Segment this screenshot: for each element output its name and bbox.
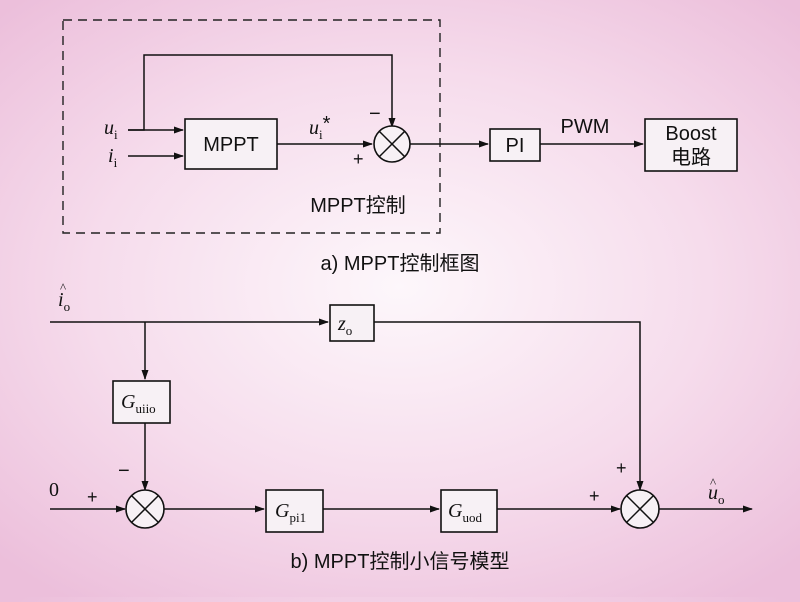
mppt-block-label: MPPT bbox=[203, 134, 259, 156]
gpi1-block bbox=[265, 489, 324, 533]
boost-block-line1: Boost bbox=[665, 123, 717, 145]
sum-junction-b1 bbox=[125, 489, 165, 529]
guod-block-label: Guod bbox=[448, 500, 482, 525]
sum-a-minus-sign: − bbox=[369, 103, 381, 125]
boost-block bbox=[644, 118, 738, 172]
caption-a: a) MPPT控制框图 bbox=[321, 252, 480, 275]
mppt-control-region-label: MPPT控制 bbox=[310, 194, 406, 217]
boost-block-line2: 电路 bbox=[671, 146, 711, 169]
sum-b1-plus-sign: + bbox=[87, 487, 98, 507]
sum-b2-top-plus-sign: + bbox=[616, 458, 627, 478]
guiio-block bbox=[112, 380, 171, 424]
sum-b1-minus-sign: − bbox=[118, 460, 130, 482]
sum-b2-left-plus-sign: + bbox=[589, 486, 600, 506]
sum-junction-a bbox=[373, 125, 411, 163]
mppt-output-label: ui* bbox=[309, 113, 331, 142]
gpi1-block-label: Gpi1 bbox=[275, 500, 306, 525]
sum-junction-b2 bbox=[620, 489, 660, 529]
pi-block bbox=[489, 128, 541, 162]
pwm-label: PWM bbox=[561, 116, 610, 138]
output-uo-hat-label: uo bbox=[708, 482, 725, 507]
input-ii-label: ii bbox=[108, 145, 118, 170]
caption-b: b) MPPT控制小信号模型 bbox=[291, 550, 510, 573]
guiio-block-label: Guiio bbox=[121, 391, 156, 416]
guod-block bbox=[440, 489, 498, 533]
input-io-hat-accent: ^ bbox=[60, 280, 66, 295]
zo-block-label: zo bbox=[337, 313, 352, 338]
input-io-hat-label: io bbox=[58, 289, 70, 314]
zo-to-sum2-wire bbox=[374, 321, 644, 491]
pi-block-label: PI bbox=[506, 135, 525, 157]
zo-block bbox=[329, 304, 375, 342]
mppt-control-dashed-region bbox=[62, 19, 441, 234]
mppt-block bbox=[184, 118, 278, 170]
sum-a-plus-sign: + bbox=[353, 149, 364, 169]
output-uo-hat-accent: ^ bbox=[710, 475, 716, 490]
input-zero-label: 0 bbox=[49, 479, 59, 501]
input-ui-label: ui bbox=[104, 117, 118, 142]
